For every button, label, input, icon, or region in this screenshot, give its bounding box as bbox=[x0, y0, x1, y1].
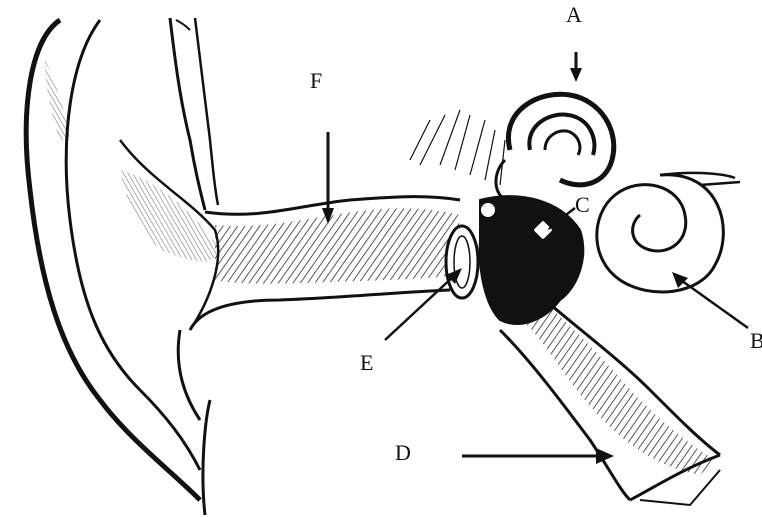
eardrum bbox=[446, 226, 478, 298]
head-outline bbox=[170, 18, 218, 515]
arrow-f bbox=[322, 132, 334, 224]
label-e: E bbox=[360, 352, 373, 374]
label-c: C bbox=[575, 194, 590, 216]
eustachian-tube bbox=[500, 300, 720, 505]
label-b: B bbox=[750, 330, 762, 352]
hair-texture bbox=[410, 110, 505, 185]
label-d: D bbox=[395, 442, 411, 464]
arrow-b bbox=[672, 272, 748, 328]
outer-ear bbox=[26, 20, 220, 500]
arrow-d bbox=[462, 448, 614, 464]
label-f: F bbox=[310, 70, 322, 92]
middle-ear bbox=[480, 196, 584, 324]
label-a: A bbox=[566, 4, 582, 26]
ear-canal bbox=[190, 197, 460, 330]
semicircular-canals bbox=[496, 94, 614, 200]
cochlea bbox=[597, 173, 740, 292]
arrow-a bbox=[570, 52, 582, 82]
